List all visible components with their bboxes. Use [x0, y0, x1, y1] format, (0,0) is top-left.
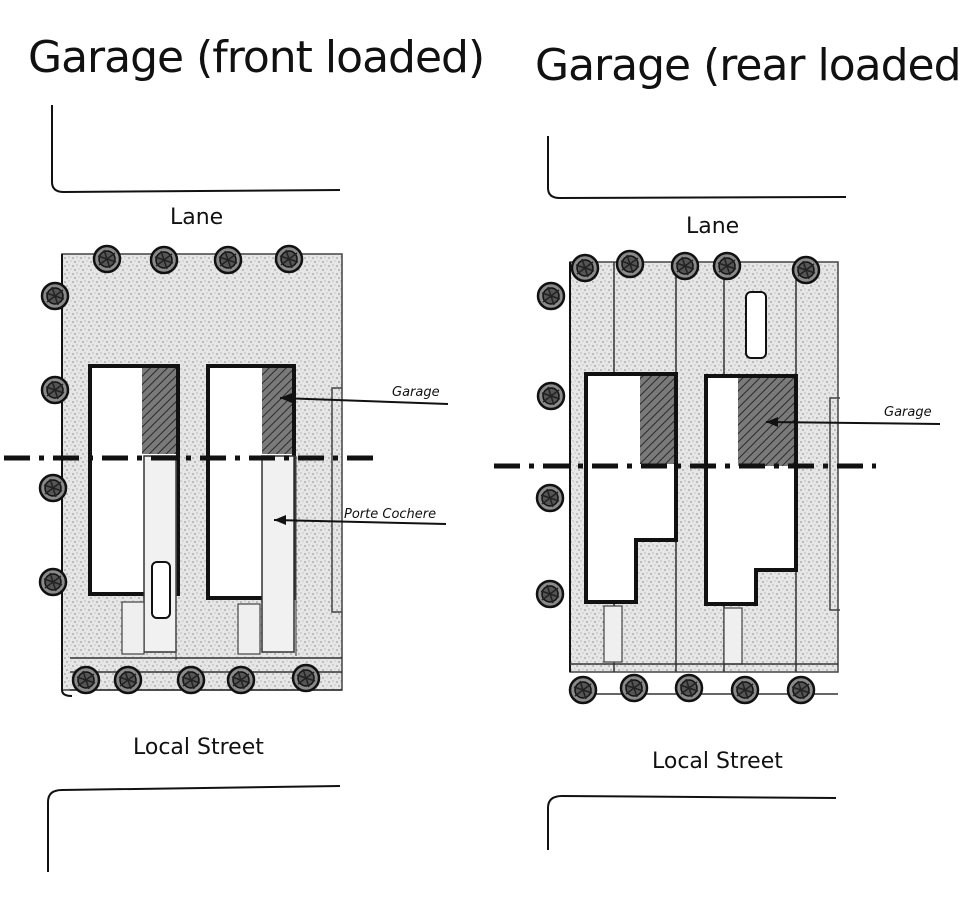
tree-icon — [670, 251, 700, 281]
panel-title: Garage (rear loaded) — [535, 40, 962, 91]
callout-leader — [273, 519, 447, 525]
street-label: Local Street — [652, 749, 783, 774]
tree-icon — [786, 675, 816, 705]
arrow-icon — [274, 515, 286, 525]
tree-icon — [113, 665, 143, 695]
tree-icon — [791, 255, 821, 285]
tree-icon — [535, 483, 565, 513]
block-outline-top — [547, 136, 847, 200]
garage-footprint — [262, 368, 292, 454]
tree-icon — [226, 665, 256, 695]
tree-icon — [38, 567, 68, 597]
tree-icon — [568, 675, 598, 705]
walkway — [723, 607, 743, 665]
block-outline-top — [51, 105, 341, 194]
panel-front-loaded: Garage (front loaded) Lane — [4, 32, 485, 872]
arrow-icon — [766, 417, 778, 427]
panel-title: Garage (front loaded) — [28, 32, 484, 83]
car — [745, 291, 767, 359]
callout-leader — [279, 397, 449, 405]
arrow-icon — [280, 393, 292, 403]
tree-icon — [92, 244, 122, 274]
lot-edge-bracket — [829, 397, 840, 611]
lane-label: Lane — [686, 214, 739, 239]
tree-icon — [730, 675, 760, 705]
tree-icon — [176, 665, 206, 695]
lane-label: Lane — [170, 205, 223, 230]
tree-icon — [71, 665, 101, 695]
tree-icon — [38, 473, 68, 503]
tree-icon — [615, 249, 645, 279]
callout-garage: Garage — [392, 385, 440, 400]
driveway — [261, 455, 295, 653]
tree-icon — [149, 245, 179, 275]
panel-rear-loaded: Garage (rear loaded) Lane — [494, 40, 962, 850]
lot-edge-bracket — [331, 387, 342, 613]
block-outline-bottom — [547, 794, 837, 850]
tree-icon — [274, 244, 304, 274]
tree-icon — [40, 375, 70, 405]
walkway — [603, 605, 623, 663]
tree-icon — [674, 673, 704, 703]
tree-icon — [712, 251, 742, 281]
tree-icon — [570, 253, 600, 283]
tree-icon — [619, 673, 649, 703]
driveway — [143, 455, 177, 653]
block-edge — [61, 254, 73, 697]
walkway — [237, 603, 261, 655]
callout-porte-cochere: Porte Cochere — [344, 507, 436, 522]
tree-icon — [536, 381, 566, 411]
tree-icon — [213, 245, 243, 275]
tree-icon — [536, 281, 566, 311]
garage-footprint — [142, 368, 176, 454]
tree-icon — [40, 281, 70, 311]
tree-icon — [535, 579, 565, 609]
car — [151, 561, 171, 619]
tree-icon — [291, 663, 321, 693]
walkway — [121, 601, 145, 655]
street-label: Local Street — [133, 735, 264, 760]
callout-garage: Garage — [884, 405, 932, 420]
block-outline-bottom — [47, 785, 341, 872]
garage-footprint — [640, 376, 674, 464]
callout-leader — [765, 421, 941, 425]
